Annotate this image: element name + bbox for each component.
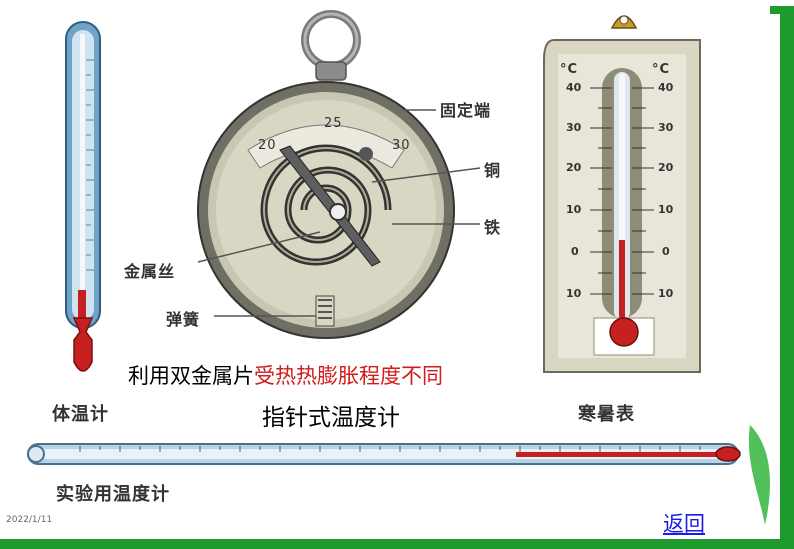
green-leaf-decoration <box>748 425 770 525</box>
label-copper: 铜 <box>484 161 502 180</box>
lab-thermometer <box>27 443 741 465</box>
dial-scale-30: 30 <box>392 138 411 153</box>
pointer-thermometer-title: 指针式温度计 <box>262 405 400 431</box>
wall-unit-left: °C <box>560 62 579 77</box>
wall-scale-left-minus10: 10 <box>566 287 582 300</box>
principle-caption: 利用双金属片受热热膨胀程度不同 <box>128 360 443 390</box>
principle-text-black: 利用双金属片 <box>128 364 254 388</box>
wall-scale-left-30: 30 <box>566 121 582 134</box>
label-lab-thermometer: 实验用温度计 <box>56 484 170 505</box>
wall-scale-left-0: 0 <box>571 245 579 258</box>
label-wall-thermometer: 寒暑表 <box>578 404 635 425</box>
wall-scale-right-10: 10 <box>658 203 674 216</box>
dial-scale-20: 20 <box>258 138 277 153</box>
wall-scale-right-20: 20 <box>658 161 674 174</box>
wall-unit-right: °C <box>652 62 671 77</box>
frame-bottom-bar <box>0 539 794 549</box>
wall-scale-left-20: 20 <box>566 161 582 174</box>
wall-scale-left-40: 40 <box>566 81 582 94</box>
wall-scale-left-10: 10 <box>566 203 582 216</box>
wall-scale-right-30: 30 <box>658 121 674 134</box>
wall-scale-right-40: 40 <box>658 81 674 94</box>
body-thermometer <box>65 21 101 372</box>
label-spring: 弹簧 <box>166 310 201 329</box>
label-metal-wire: 金属丝 <box>124 262 176 281</box>
principle-text-red: 受热热膨胀程度不同 <box>254 364 443 388</box>
back-link[interactable]: 返回 <box>663 512 705 536</box>
label-fixed-end: 固定端 <box>440 101 492 120</box>
frame-right-bar <box>780 6 794 549</box>
slide-date: 2022/1/11 <box>6 515 53 525</box>
dial-scale-25: 25 <box>324 116 343 131</box>
wall-scale-right-minus10: 10 <box>658 287 674 300</box>
wall-thermometer <box>543 15 701 373</box>
label-body-thermometer: 体温计 <box>52 404 109 425</box>
dial-thermometer <box>197 10 481 339</box>
label-iron: 铁 <box>484 218 502 237</box>
wall-scale-right-0: 0 <box>662 245 670 258</box>
